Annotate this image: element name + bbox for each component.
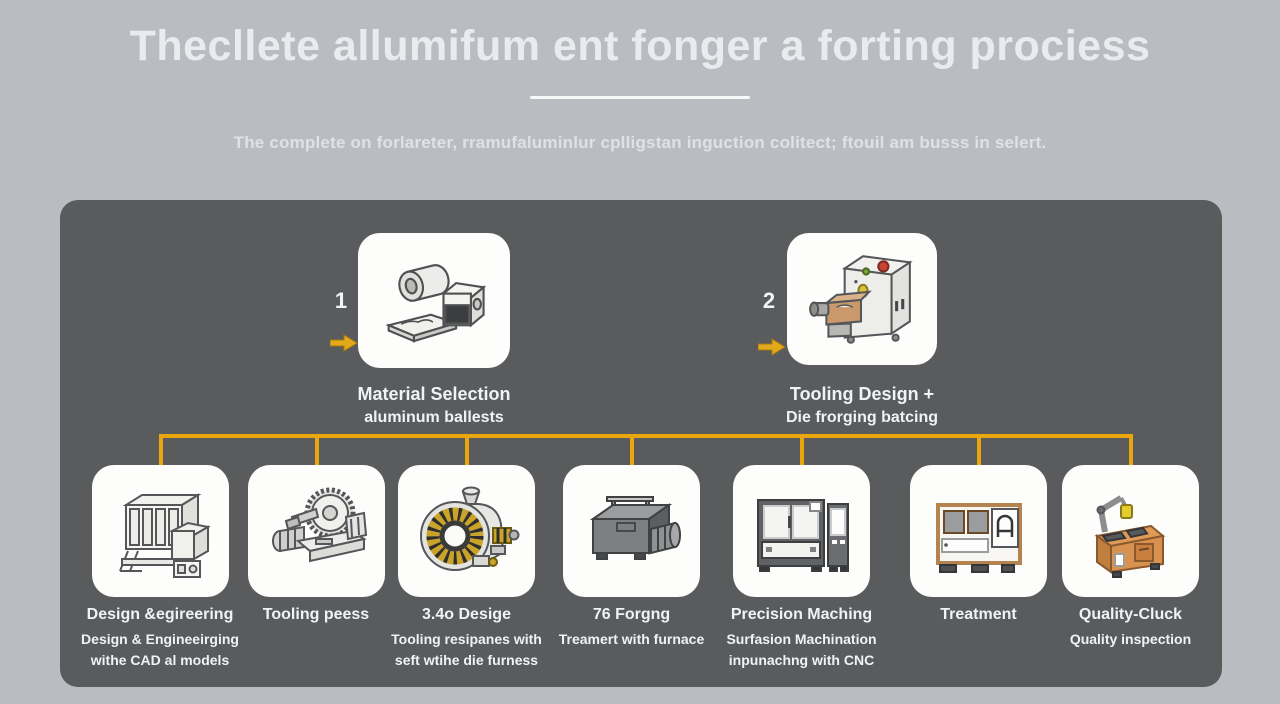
step-g-title: Quality-Cluck	[1078, 606, 1183, 623]
cnc-machine-icon	[748, 478, 856, 584]
card-quality-check	[1062, 465, 1199, 597]
step-e-label: Precision Maching Surfasion Machination …	[707, 604, 897, 671]
forging-furnace-icon	[579, 479, 685, 583]
turbine-die-icon	[413, 478, 521, 584]
step-e-sub-2: inpunachng with CNC	[728, 652, 875, 668]
card-tooling-press	[248, 465, 385, 597]
page-title: Thecllete allumifum ent fonger a forting…	[129, 22, 1151, 70]
step-e-title: Precision Maching	[730, 606, 873, 623]
step-a-label: Design &egireering Design & Engineeirgin…	[55, 604, 265, 671]
step-b-title: Tooling peess	[262, 606, 370, 623]
card-material-selection	[358, 233, 510, 368]
step-d-title: 76 Forgng	[592, 606, 671, 623]
die-forging-machine-icon	[806, 244, 918, 354]
step-b-label: Tooling peess	[226, 604, 406, 629]
step-2-title: Tooling Design +	[789, 384, 935, 404]
card-die-design	[398, 465, 535, 597]
step-c-label: 3.4o Desige Tooling resipanes with seft …	[377, 604, 557, 671]
step-g-label: Quality-Cluck Quality inspection	[1041, 604, 1221, 650]
connector-drop-7	[1129, 434, 1133, 467]
quality-inspection-icon	[1079, 480, 1183, 582]
step-d-sub-1: Treamert with furnace	[558, 631, 705, 647]
card-precision-machining	[733, 465, 870, 597]
title-divider	[530, 96, 750, 99]
cad-frame-icon	[108, 479, 214, 583]
step-f-label: Treatment	[889, 604, 1069, 629]
step-1-arrow-icon	[330, 334, 358, 352]
connector-drop-5	[800, 434, 804, 467]
step-g-sub-1: Quality inspection	[1069, 631, 1192, 647]
aluminum-billets-icon	[376, 245, 492, 357]
step-1-subtitle: aluminum ballests	[364, 409, 504, 426]
connector-drop-6	[977, 434, 981, 467]
connector-drop-4	[630, 434, 634, 467]
step-a-sub-2: withe CAD al models	[90, 652, 230, 668]
connector-drop-3	[465, 434, 469, 467]
connector-drop-1	[159, 434, 163, 467]
step-e-sub-1: Surfasion Machination	[726, 631, 877, 647]
step-1-label: Material Selection aluminum ballests	[324, 382, 544, 429]
tooling-press-icon	[264, 479, 370, 583]
step-2-label: Tooling Design + Die frorging batcing	[752, 382, 972, 429]
step-c-sub-1: Tooling resipanes with	[391, 631, 542, 647]
card-forging	[563, 465, 700, 597]
step-2-subtitle: Die frorging batcing	[786, 409, 938, 426]
step-number-1: 1	[334, 288, 348, 313]
step-c-title: 3.4o Desige	[422, 606, 511, 623]
card-treatment	[910, 465, 1047, 597]
step-f-title: Treatment	[940, 606, 1017, 623]
connector-drop-2	[315, 434, 319, 467]
step-1-title: Material Selection	[357, 384, 511, 404]
connector-line	[159, 434, 1133, 438]
step-c-sub-2: seft wtihe die furness	[394, 652, 539, 668]
step-a-title: Design &egireering	[86, 606, 234, 623]
card-design-engineering	[92, 465, 229, 597]
step-2-arrow-icon	[758, 338, 786, 356]
step-d-label: 76 Forgng Treamert with furnace	[542, 604, 722, 650]
card-tooling-design	[787, 233, 937, 365]
step-number-2: 2	[762, 288, 776, 313]
page-subtitle: The complete on forlareter, rramufalumin…	[233, 133, 1047, 152]
process-panel: 1	[60, 200, 1222, 687]
treatment-machine-icon	[926, 479, 1032, 583]
step-a-sub-1: Design & Engineeirging	[81, 631, 239, 647]
